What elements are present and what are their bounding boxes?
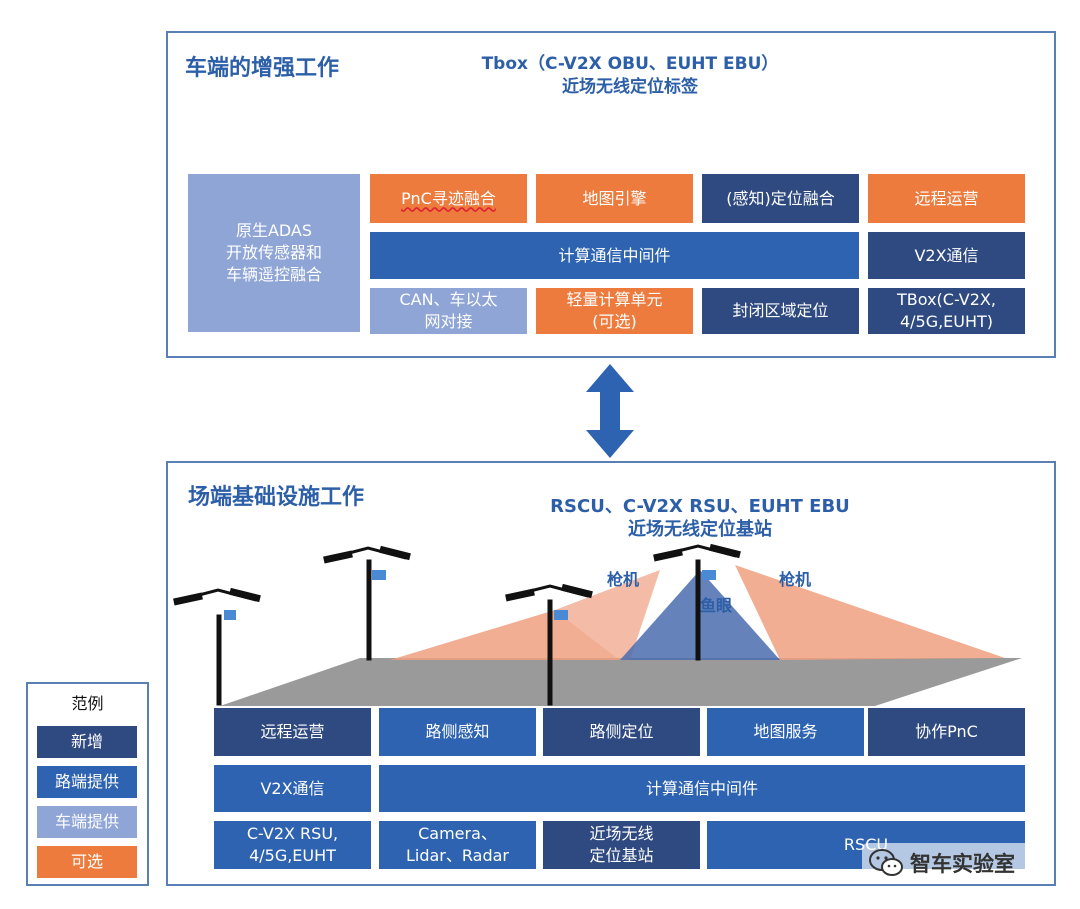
vehicle-v2x-box: V2X通信 <box>868 232 1025 279</box>
roadside-perception-box: 路侧感知 <box>379 708 536 756</box>
vehicle-panel-title: 车端的增强工作 <box>185 56 340 81</box>
vehicle-middleware-box: 计算通信中间件 <box>370 232 859 279</box>
cv2x-rsu-box: C-V2X RSU, 4/5G,EUHT <box>214 821 371 869</box>
can-ethernet-box: CAN、车以太 网对接 <box>370 288 527 334</box>
left-gun-camera-coverage <box>390 610 620 660</box>
watermark-text: 智车实验室 <box>910 852 1015 876</box>
native-adas-box: 原生ADAS 开放传感器和 车辆遥控融合 <box>188 174 360 332</box>
perception-localization-fusion-box: (感知)定位融合 <box>702 174 859 223</box>
field-panel-title: 场端基础设施工作 <box>188 485 365 510</box>
gun-camera-label-left: 枪机 <box>607 570 640 589</box>
right-gun-camera-coverage <box>735 565 1005 660</box>
legend-item-road-provided: 路端提供 <box>37 766 137 798</box>
field-subtitle-line2: 近场无线定位基站 <box>628 519 772 540</box>
ground-plane <box>220 658 1022 706</box>
wechat-icon <box>869 849 903 876</box>
map-service-box: 地图服务 <box>707 708 864 756</box>
watermark: 智车实验室 <box>862 843 1052 883</box>
roadside-localization-box: 路侧定位 <box>543 708 700 756</box>
lamp-pole-3 <box>505 583 593 706</box>
near-field-base-station-box: 近场无线 定位基站 <box>543 821 700 869</box>
remote-operation-box: 远程运营 <box>868 174 1025 223</box>
tbox-box: TBox(C-V2X, 4/5G,EUHT) <box>868 288 1025 334</box>
roadside-scene-illustration <box>173 543 1022 706</box>
map-engine-box: 地图引擎 <box>536 174 693 223</box>
camera-lidar-radar-box: Camera、 Lidar、Radar <box>379 821 536 869</box>
cooperative-pnc-box: 协作PnC <box>868 708 1025 756</box>
vehicle-subtitle-line1: Tbox（C-V2X OBU、EUHT EBU） <box>481 54 779 74</box>
field-remote-operation-box: 远程运营 <box>214 708 371 756</box>
bidirectional-arrow-icon <box>586 364 634 458</box>
field-panel-subtitle: RSCU、C-V2X RSU、EUHT EBU 近场无线定位基站 <box>510 495 890 541</box>
vehicle-subtitle-line2: 近场无线定位标签 <box>562 77 698 97</box>
gun-camera-label-right: 枪机 <box>779 570 812 589</box>
vehicle-panel-subtitle: Tbox（C-V2X OBU、EUHT EBU） 近场无线定位标签 <box>440 53 820 99</box>
left-gun-camera-coverage-2 <box>555 570 660 660</box>
legend-item-optional: 可选 <box>37 846 137 878</box>
pnc-trace-fusion-box: PnC寻迹融合 <box>370 174 527 223</box>
lamp-pole-1 <box>173 587 261 706</box>
legend-item-vehicle-provided: 车端提供 <box>37 806 137 838</box>
lamp-pole-4 <box>653 543 741 661</box>
field-middleware-box: 计算通信中间件 <box>379 765 1025 812</box>
closed-area-localization-box: 封闭区域定位 <box>702 288 859 334</box>
legend-title: 范例 <box>71 694 104 713</box>
pnc-trace-fusion-label: PnC寻迹融合 <box>401 188 496 208</box>
field-v2x-box: V2X通信 <box>214 765 371 812</box>
lamp-pole-2 <box>323 545 411 661</box>
field-subtitle-line1: RSCU、C-V2X RSU、EUHT EBU <box>550 496 850 517</box>
legend-item-new: 新增 <box>37 726 137 758</box>
light-compute-unit-box: 轻量计算单元 (可选) <box>536 288 693 334</box>
fisheye-label: 鱼眼 <box>700 596 733 615</box>
